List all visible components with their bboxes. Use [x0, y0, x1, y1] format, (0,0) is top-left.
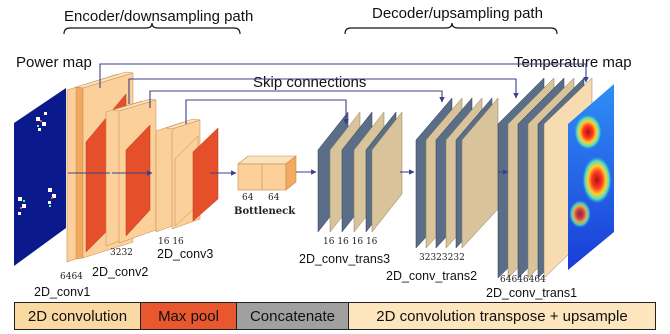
input-label: Power map — [16, 54, 92, 71]
skip-label: Skip connections — [253, 74, 366, 91]
legend-maxpool: Max pool — [141, 303, 237, 329]
trans1-channels: 64646464 — [500, 275, 546, 285]
trans1-label: 2D_conv_trans1 — [486, 286, 577, 300]
encoder-brace — [63, 22, 241, 35]
bottleneck-block — [237, 155, 297, 191]
legend-concatenate: Concatenate — [237, 303, 349, 329]
decoder-title: Decoder/upsampling path — [372, 5, 543, 22]
trans3-channels: 16 16 16 16 — [323, 237, 378, 247]
skip-arrows — [68, 63, 589, 176]
conv2-label: 2D_conv2 — [92, 265, 148, 279]
encoder-title: Encoder/downsampling path — [64, 8, 253, 25]
decoder-brace — [344, 22, 558, 35]
bottleneck-channel-b: 64 — [268, 193, 280, 203]
legend-transpose: 2D convolution transpose + upsample — [349, 303, 655, 329]
conv3-channels: 16 16 — [158, 237, 184, 247]
trans2-channels: 32323232 — [419, 253, 465, 263]
trans2-label: 2D_conv_trans2 — [386, 269, 477, 283]
conv1-channels: 6464 — [60, 272, 83, 282]
trans3-label: 2D_conv_trans3 — [299, 252, 390, 266]
power-map-image — [14, 88, 66, 266]
legend-conv: 2D convolution — [15, 303, 141, 329]
trans2-block — [415, 97, 499, 249]
trans3-block — [317, 111, 403, 233]
conv1-label: 2D_conv1 — [34, 285, 90, 299]
temperature-map-image — [568, 84, 614, 270]
legend: 2D convolution Max pool Concatenate 2D c… — [14, 302, 656, 330]
output-label: Temperature map — [514, 54, 632, 71]
conv2-block — [105, 98, 157, 247]
bottleneck-channel-a: 64 — [242, 193, 254, 203]
conv3-block — [155, 118, 219, 233]
conv2-channels: 3232 — [110, 248, 133, 258]
bottleneck-label: Bottleneck — [234, 206, 296, 217]
conv3-label: 2D_conv3 — [157, 247, 213, 261]
